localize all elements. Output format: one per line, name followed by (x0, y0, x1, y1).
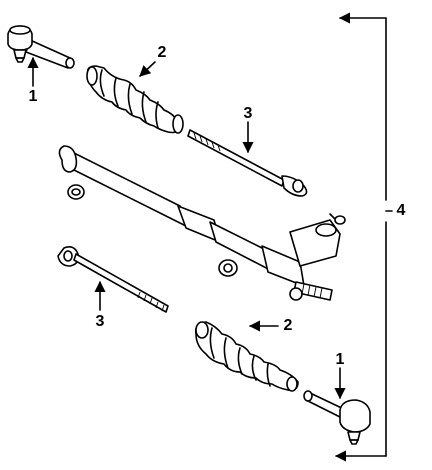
rack-boot-top (86, 65, 184, 134)
outer-tie-rod-end-top (7, 25, 75, 69)
outer-tie-rod-end-bottom (303, 390, 371, 445)
rack-boot-bottom (194, 321, 299, 392)
leader-2-top (139, 61, 156, 77)
inner-tie-rod-bottom (57, 246, 169, 313)
callout-3-bottom: 3 (95, 313, 105, 330)
callout-3-top: 3 (243, 105, 253, 122)
leader-lines (27, 12, 393, 462)
rack-assembly (58, 145, 346, 301)
callout-2-top: 2 (157, 44, 167, 61)
callout-1-bottom: 1 (335, 351, 345, 368)
inner-tie-rod-top (187, 129, 308, 197)
callout-1-top: 1 (28, 88, 38, 105)
callout-2-bottom: 2 (283, 317, 293, 334)
callout-4-assembly: 4 (396, 202, 406, 219)
